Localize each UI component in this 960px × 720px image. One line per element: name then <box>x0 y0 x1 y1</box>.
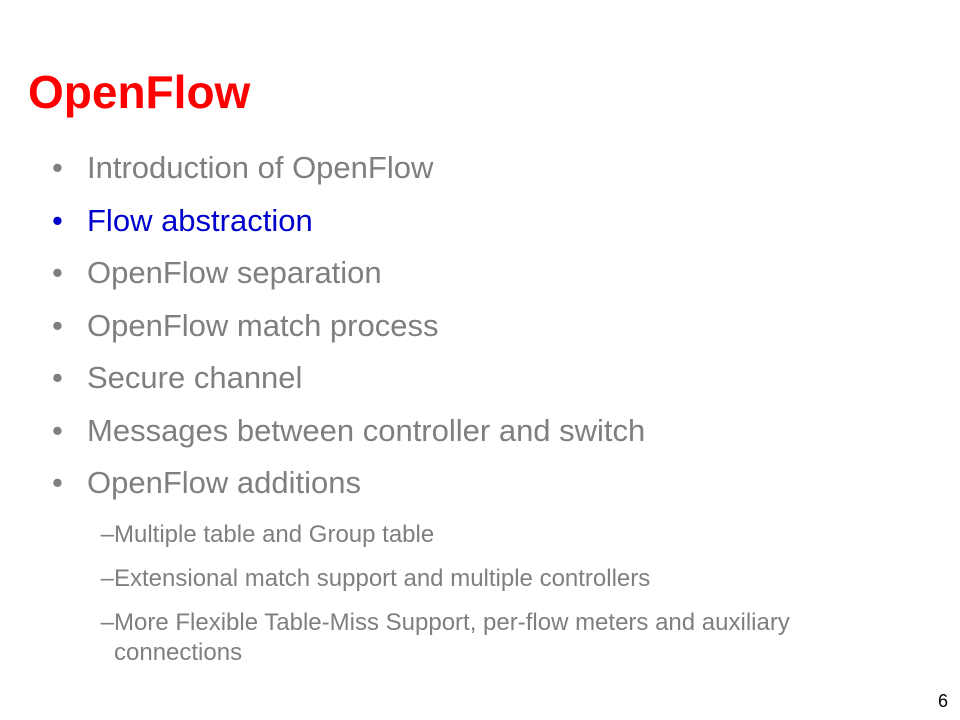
bullet-item-secure-channel: • Secure channel <box>52 352 932 405</box>
page-number: 6 <box>937 691 948 711</box>
dash-icon: – <box>100 609 114 636</box>
sub-bullet-item-table-miss: – More Flexible Table-Miss Support, per-… <box>52 608 912 668</box>
bullet-dot-icon: • <box>52 412 63 448</box>
sub-bullet-label: Multiple table and Group table <box>114 521 435 548</box>
slide-title: OpenFlow <box>28 66 251 118</box>
bullet-dot-icon: • <box>52 307 63 343</box>
bullet-item-flow-abstraction: • Flow abstraction <box>52 195 932 248</box>
sub-bullet-label: Extensional match support and multiple c… <box>114 565 651 592</box>
bullet-dot-icon: • <box>52 360 63 395</box>
bullet-label: OpenFlow match process <box>87 307 439 343</box>
bullet-item-separation: • OpenFlow separation <box>52 247 932 300</box>
bullet-list: • Introduction of OpenFlow • Flow abstra… <box>52 142 932 510</box>
bullet-label: Messages between controller and switch <box>87 412 646 448</box>
bullet-item-introduction: • Introduction of OpenFlow <box>52 142 932 195</box>
bullet-dot-icon: • <box>52 255 63 290</box>
sub-bullet-list: – Multiple table and Group table – Exten… <box>52 520 912 682</box>
bullet-dot-icon: • <box>52 150 63 185</box>
bullet-item-match-process: • OpenFlow match process <box>52 300 932 353</box>
bullet-label: OpenFlow separation <box>87 255 382 290</box>
bullet-label: OpenFlow additions <box>87 465 361 500</box>
sub-bullet-item-multiple-table: – Multiple table and Group table <box>52 520 912 550</box>
bullet-dot-icon: • <box>52 202 63 238</box>
dash-icon: – <box>100 565 114 592</box>
sub-bullet-item-extensional-match: – Extensional match support and multiple… <box>52 564 912 594</box>
bullet-label: Introduction of OpenFlow <box>87 150 434 185</box>
dash-icon: – <box>100 521 114 548</box>
bullet-label: Secure channel <box>87 360 303 395</box>
bullet-dot-icon: • <box>52 465 63 500</box>
bullet-item-additions: • OpenFlow additions <box>52 457 932 510</box>
bullet-label: Flow abstraction <box>87 202 313 238</box>
bullet-item-messages: • Messages between controller and switch <box>52 405 932 458</box>
sub-bullet-label: More Flexible Table-Miss Support, per-fl… <box>114 609 790 666</box>
